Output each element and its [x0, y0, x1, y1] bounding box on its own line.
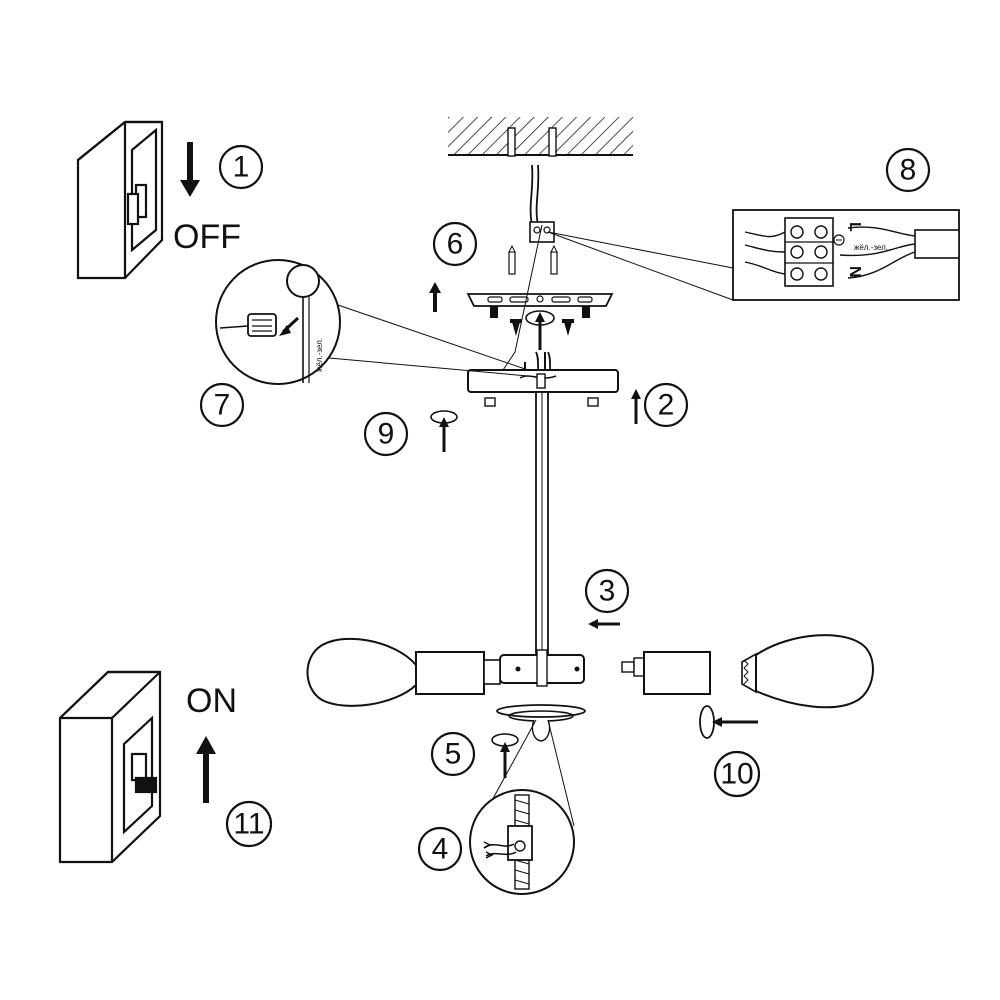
arrow-icon	[279, 325, 291, 336]
step-6-marker	[432, 221, 478, 267]
socket-icon	[415, 651, 485, 695]
off-label: OFF	[173, 218, 241, 256]
step-11-marker	[225, 800, 273, 848]
wall-switch-icon	[58, 670, 162, 864]
step-1-marker	[218, 144, 264, 190]
socket-icon	[643, 651, 711, 695]
step-8-label: 8	[900, 154, 917, 187]
on-label: ON	[186, 682, 237, 720]
step-4-label: 4	[432, 833, 449, 866]
switch-off-group: OFF 1	[76, 120, 264, 280]
step-5-marker	[430, 731, 476, 777]
step-3-label: 3	[599, 575, 616, 608]
step-3-marker	[584, 568, 630, 614]
dowel	[508, 251, 516, 275]
mounting-plate	[466, 293, 614, 350]
terminal-neutral-label: N	[846, 266, 863, 278]
nut-icon	[219, 313, 277, 337]
step-2-marker	[643, 382, 689, 428]
canopy	[467, 369, 619, 407]
right-bulb-assembly	[621, 634, 874, 709]
step-2-label: 2	[658, 389, 675, 422]
dowel	[550, 251, 558, 275]
step-7-label: 7	[214, 389, 231, 422]
earth-connection-inset: жёл.-зел.	[215, 259, 529, 385]
arrow-head	[180, 180, 200, 197]
ceiling-group	[448, 117, 633, 275]
terminal-block-inset: L N жёл.-зел.	[547, 209, 960, 301]
lamp-rod	[535, 391, 549, 661]
step-10-marker	[713, 750, 761, 798]
step-7-marker	[199, 382, 245, 428]
step-5-label: 5	[445, 738, 462, 771]
wire-color-note-inset: жёл.-зел.	[315, 338, 324, 372]
wire-color-note-terminal: жёл.-зел.	[854, 243, 888, 252]
step-4-marker	[417, 826, 463, 872]
switch-on-group: ON 11	[58, 670, 273, 864]
wall-switch-icon	[76, 120, 164, 280]
left-bulb-assembly	[306, 637, 501, 707]
step-8-marker	[885, 147, 931, 193]
rotate-icon	[525, 310, 555, 350]
ceiling-hatch	[448, 117, 633, 155]
screw-icon	[490, 306, 590, 336]
earth-ring-terminal	[286, 264, 320, 298]
lamp-hub	[499, 649, 585, 687]
step-1-label: 1	[233, 151, 250, 184]
mains-cable	[914, 229, 960, 259]
earth-symbol-icon	[833, 234, 845, 246]
step-9-marker	[363, 411, 409, 457]
rotate-icon	[699, 705, 758, 739]
wire-clamp-inset	[469, 719, 575, 895]
step-9-label: 9	[378, 418, 395, 451]
decorative-cup	[496, 704, 586, 742]
bulb-base-icon	[741, 652, 757, 694]
step-10-label: 10	[720, 758, 753, 791]
step-6-label: 6	[447, 228, 464, 261]
step-11-label: 11	[233, 808, 264, 841]
